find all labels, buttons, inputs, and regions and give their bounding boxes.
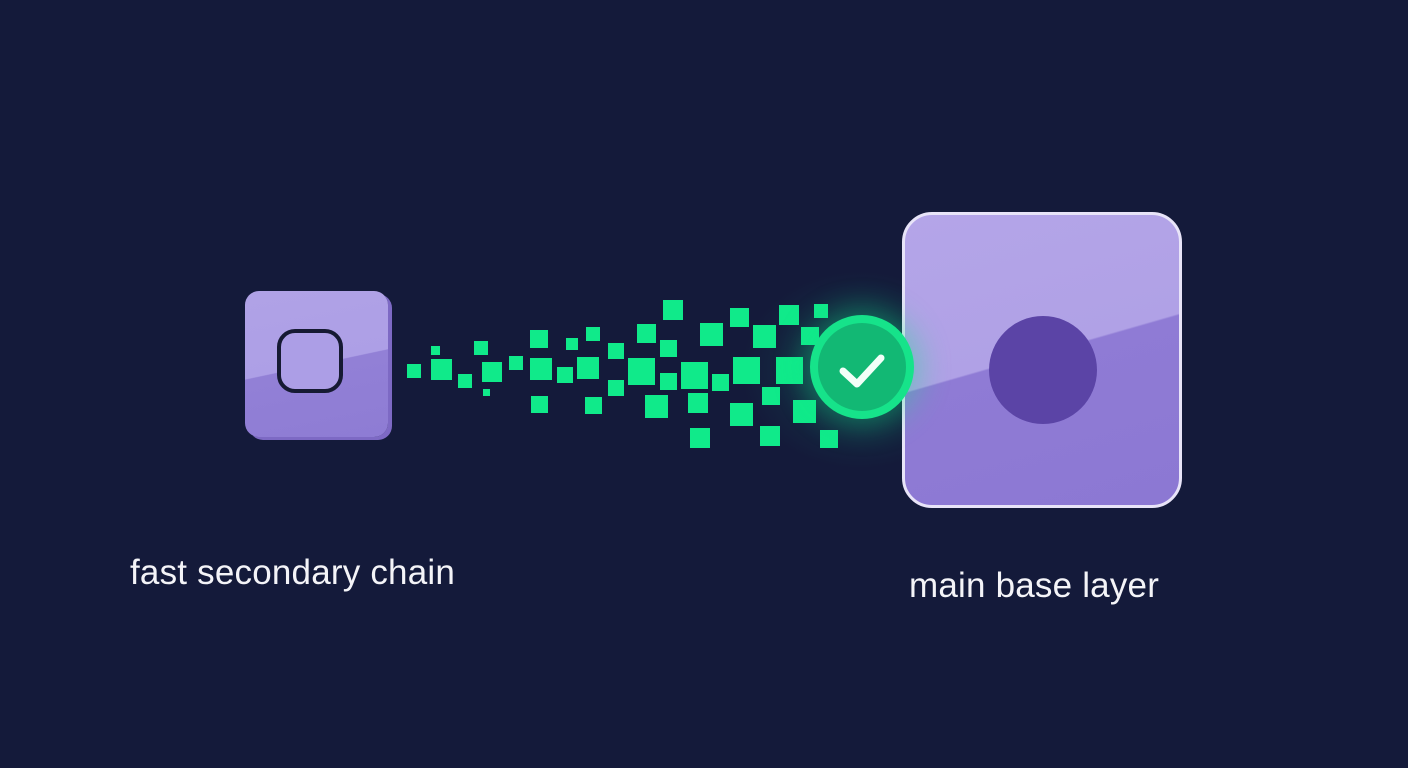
base-layer-label: main base layer	[909, 566, 1160, 605]
data-block	[531, 396, 548, 413]
data-block	[530, 330, 548, 348]
badge-disc	[818, 323, 906, 411]
data-block	[690, 428, 710, 448]
data-block	[637, 324, 656, 343]
data-block	[801, 327, 819, 345]
data-block	[530, 358, 552, 380]
data-block	[660, 340, 677, 357]
data-block	[566, 338, 578, 350]
data-block	[779, 305, 799, 325]
data-block	[700, 323, 723, 346]
data-block	[483, 389, 490, 396]
data-block	[628, 358, 655, 385]
data-block	[733, 357, 760, 384]
data-block	[730, 403, 753, 426]
base-layer-node	[902, 212, 1182, 508]
data-block	[586, 327, 600, 341]
data-block	[760, 426, 780, 446]
data-block	[663, 300, 683, 320]
data-block	[660, 373, 677, 390]
data-block	[688, 393, 708, 413]
checkmark-icon	[839, 354, 885, 388]
data-block	[753, 325, 776, 348]
data-block	[458, 374, 472, 388]
data-block	[762, 387, 780, 405]
data-block	[474, 341, 488, 355]
data-block	[482, 362, 502, 382]
data-block	[407, 364, 421, 378]
secondary-chain-node	[245, 291, 388, 437]
data-block	[820, 430, 838, 448]
data-block	[557, 367, 573, 383]
verification-badge	[810, 315, 914, 419]
rounded-square-icon	[277, 329, 343, 393]
data-block	[431, 359, 452, 380]
data-block	[608, 343, 624, 359]
data-block	[712, 374, 729, 391]
data-block	[814, 304, 828, 318]
data-block	[431, 346, 440, 355]
data-block	[681, 362, 708, 389]
secondary-chain-label: fast secondary chain	[130, 553, 456, 592]
data-block	[793, 400, 816, 423]
data-block	[509, 356, 523, 370]
data-block	[776, 357, 803, 384]
data-block	[585, 397, 602, 414]
circle-core-icon	[989, 316, 1097, 424]
data-block	[645, 395, 668, 418]
data-block	[730, 308, 749, 327]
data-block	[608, 380, 624, 396]
data-block	[577, 357, 599, 379]
